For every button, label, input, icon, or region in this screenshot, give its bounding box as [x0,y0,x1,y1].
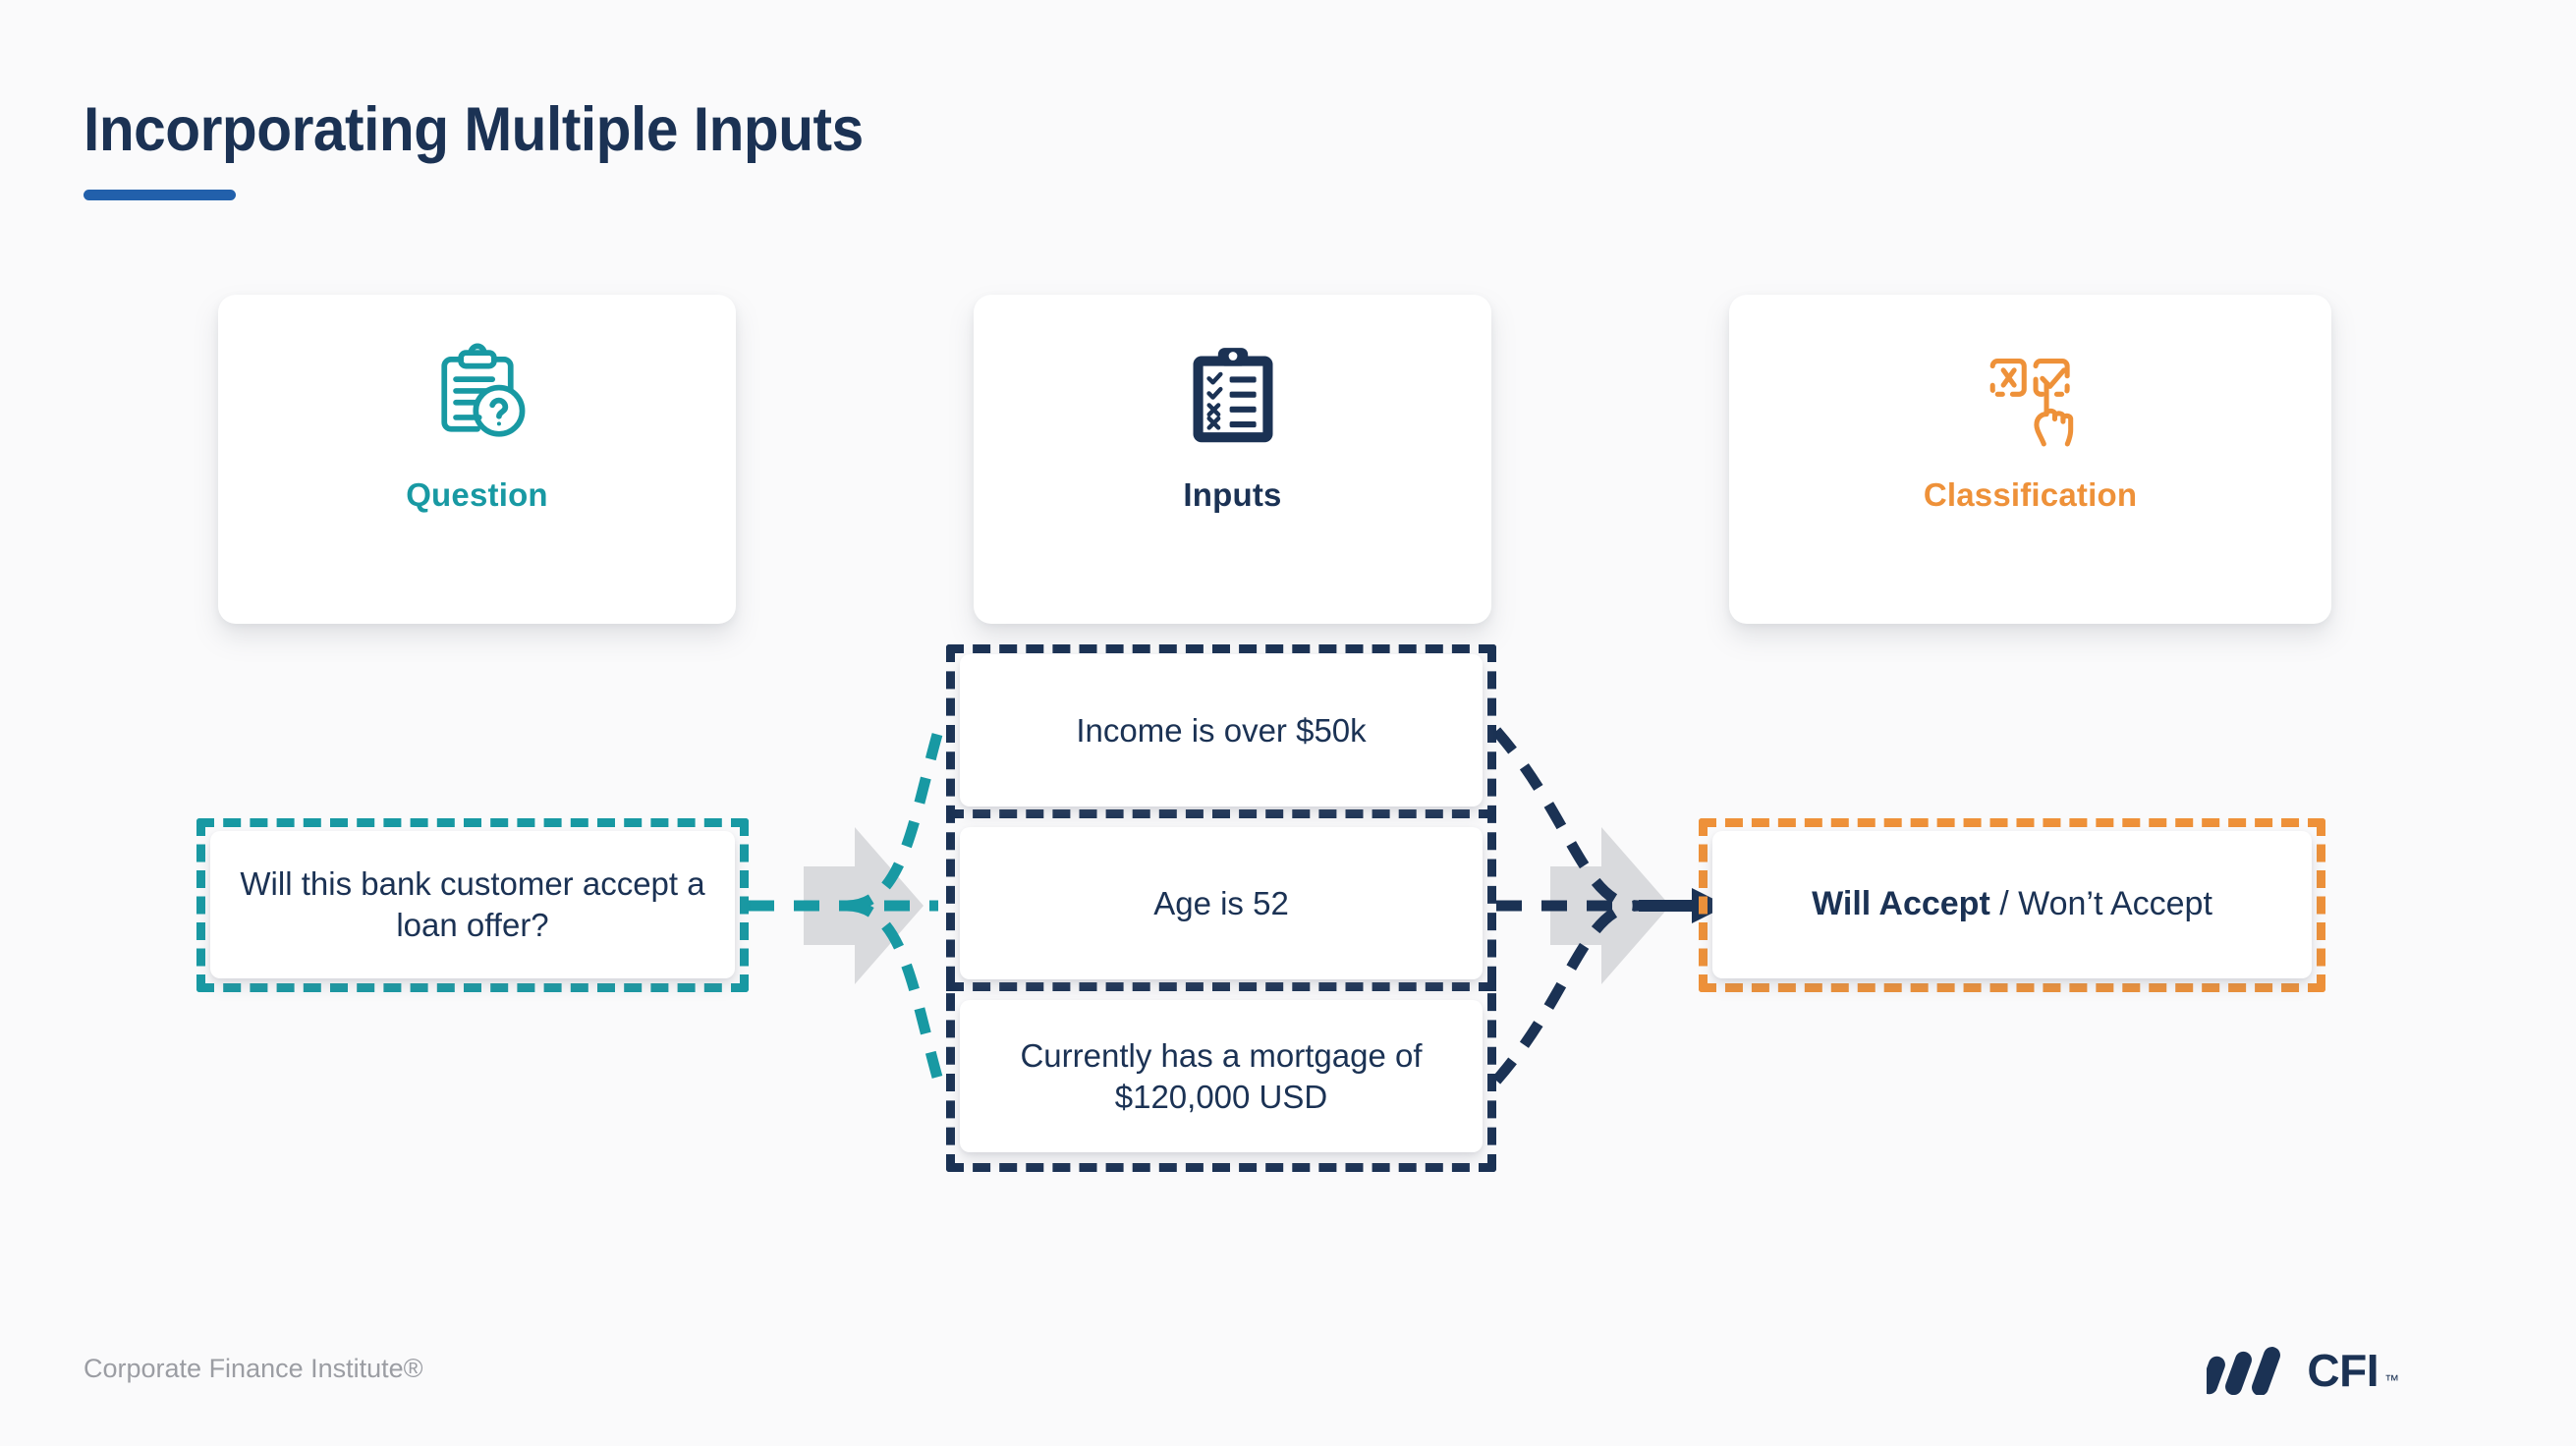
classification-accept-label: Will Accept [1812,885,1990,923]
classification-result-box[interactable]: Will Accept / Won’t Accept [1712,831,2312,978]
input-box[interactable]: Age is 52 [960,827,1483,979]
cfi-logo-bars [2207,1347,2281,1395]
classification-dashed-frame [1699,818,2325,992]
gray-arrow-left [804,827,924,984]
input-box[interactable]: Currently has a mortgage of $120,000 USD [960,1000,1483,1152]
title-underline-accent [84,190,236,200]
header-card-label: Inputs [1183,476,1282,513]
checkbox-hand-select-icon [1729,342,2331,450]
teal-connector-lines [749,729,944,1083]
navy-connector-lines [1491,727,1640,1084]
header-card-inputs[interactable]: Inputs [974,295,1491,624]
question-box[interactable]: Will this bank customer accept a loan of… [210,831,735,978]
gray-arrow-right [1550,827,1670,984]
inputs-divider [946,982,1496,991]
cfi-logo-wordmark: CFI [2307,1345,2379,1396]
inputs-divider [946,809,1496,818]
header-card-question[interactable]: Question [218,295,736,624]
question-dashed-frame [196,818,749,992]
classification-reject-label: / Won’t Accept [1989,885,2212,923]
footer-attribution: Corporate Finance Institute® [84,1354,423,1383]
header-card-label: Classification [1923,476,2138,513]
header-card-classification[interactable]: Classification [1729,295,2331,624]
inputs-dashed-frame [946,644,1496,1172]
clipboard-checklist-icon [974,342,1491,450]
header-card-label: Question [406,476,548,513]
clipboard-question-icon [218,342,736,450]
cfi-logo-trademark: ™ [2384,1372,2399,1389]
page-title: Incorporating Multiple Inputs [84,95,864,164]
input-box[interactable]: Income is over $50k [960,654,1483,806]
cfi-logo: CFI ™ [2207,1346,2399,1395]
